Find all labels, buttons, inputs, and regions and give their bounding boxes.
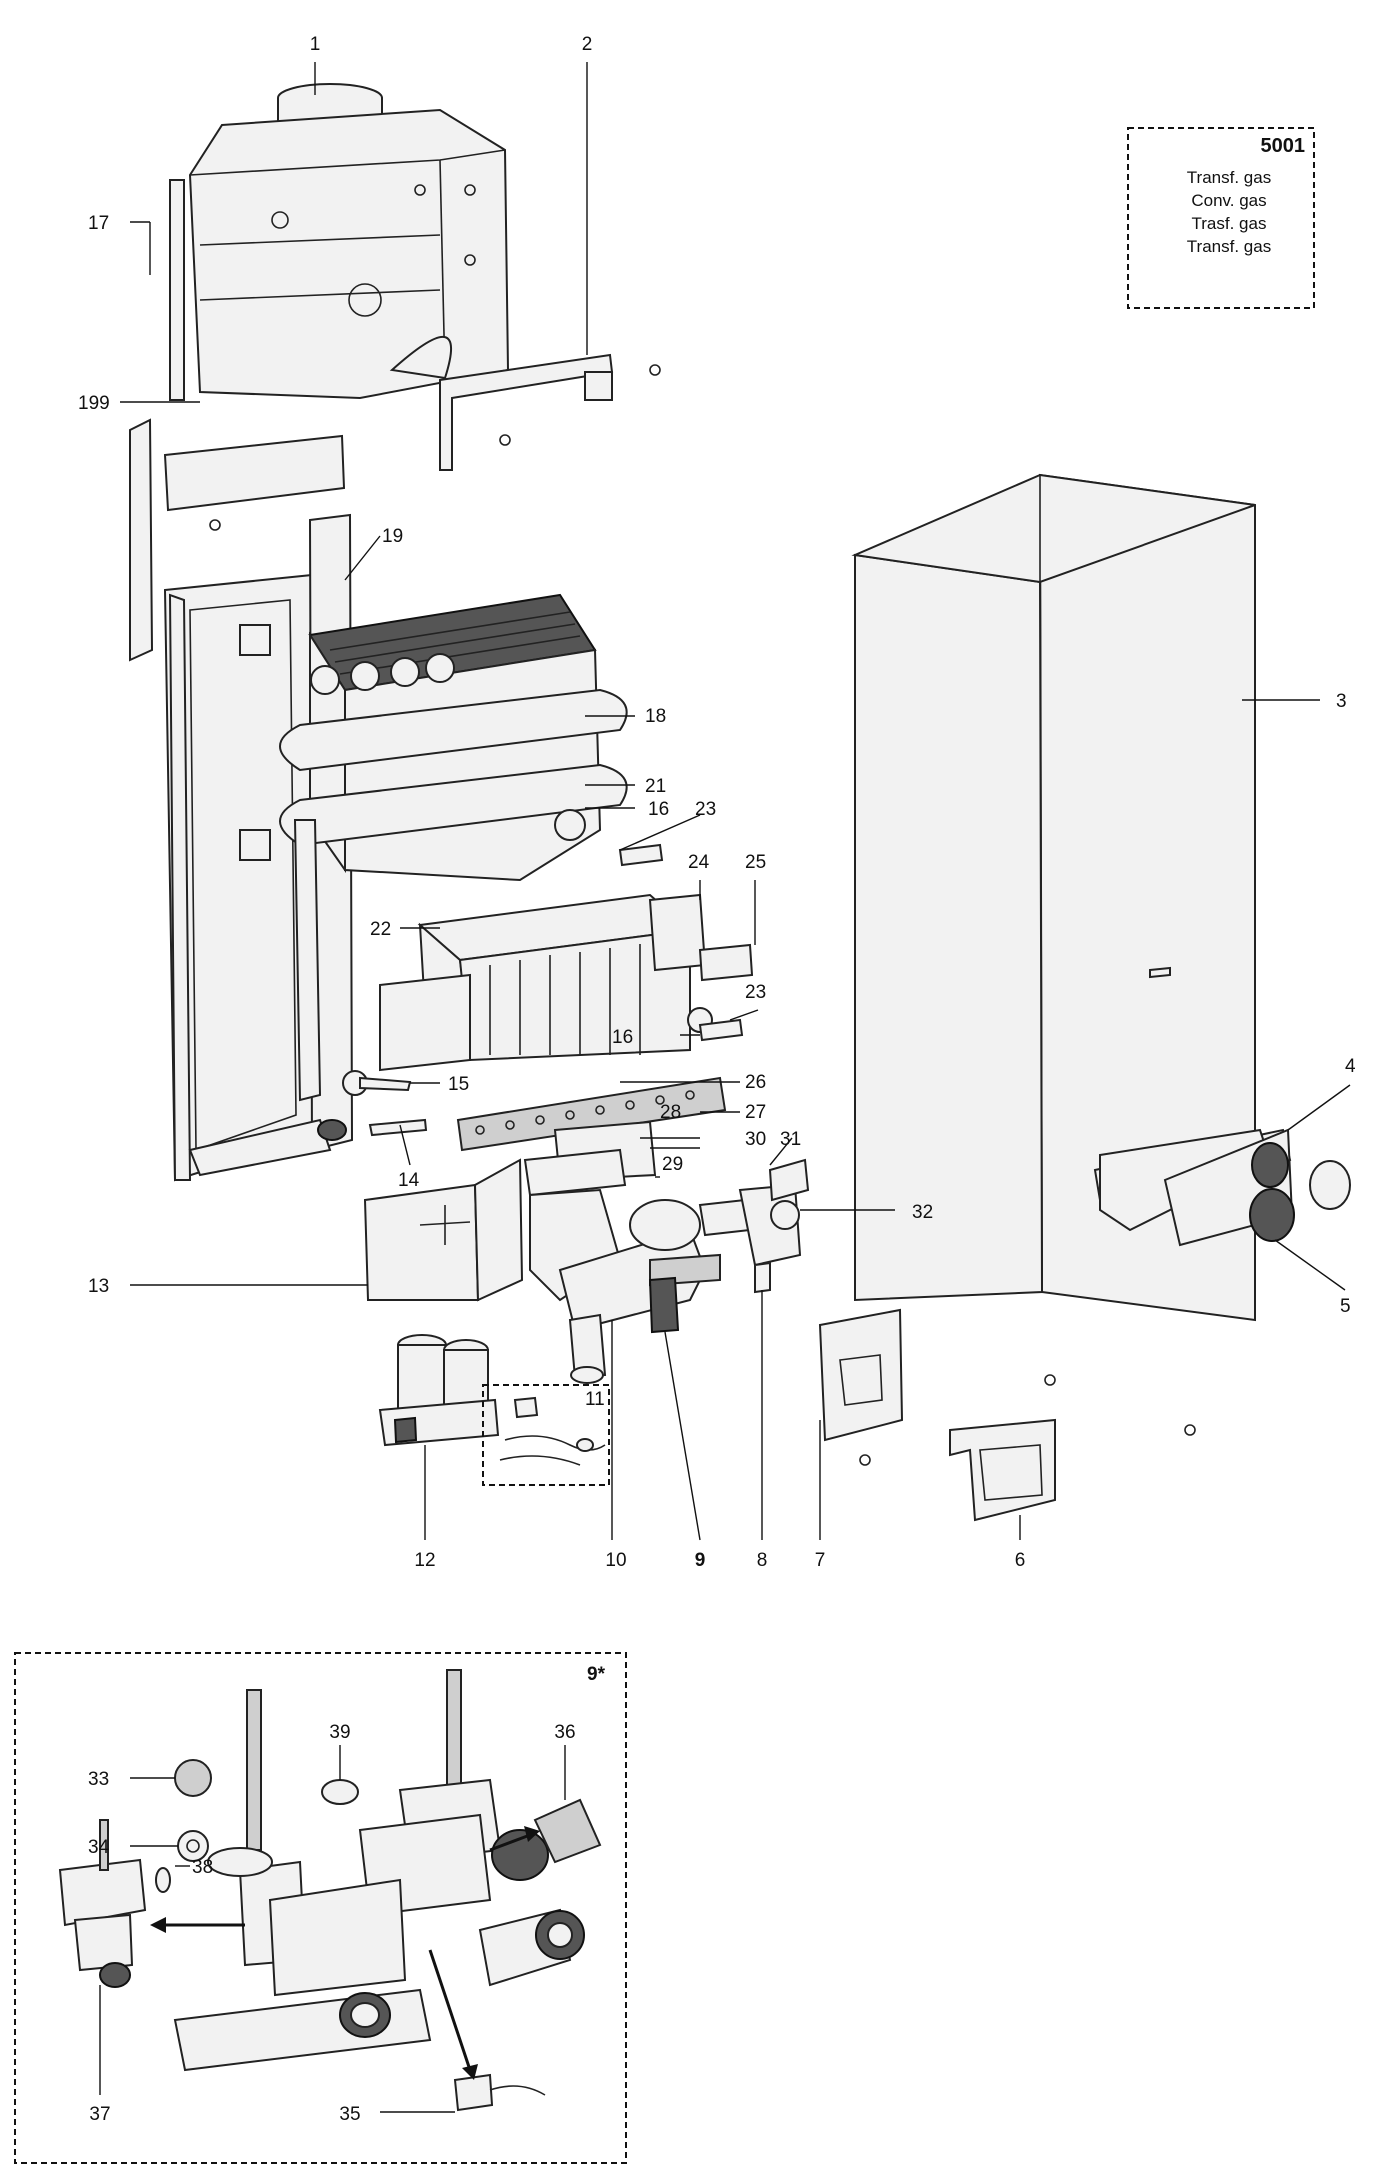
gas-water-valve-assembly: [523, 1120, 810, 1384]
gas-box-line-2: Conv. gas: [1191, 191, 1266, 210]
callout-33: 33: [88, 1769, 109, 1790]
mounting-bracket: [439, 353, 661, 471]
callout-39: 39: [329, 1722, 350, 1743]
callout-12: 12: [414, 1550, 435, 1571]
callout-30: 30: [745, 1129, 766, 1150]
flue-hood: [169, 83, 510, 401]
bottom-brackets: [818, 1308, 1196, 1522]
cable-harness-kit: [482, 1384, 610, 1486]
callout-36: 36: [554, 1722, 575, 1743]
callout-6: 6: [1015, 1550, 1026, 1571]
callout-15: 15: [448, 1074, 469, 1095]
callout-37: 37: [89, 2104, 110, 2125]
callout-3: 3: [1336, 691, 1347, 712]
callout-5: 5: [1340, 1296, 1351, 1317]
gas-conversion-box: 5001 Transf. gas Conv. gas Trasf. gas Tr…: [1127, 127, 1315, 309]
callout-35: 35: [339, 2104, 360, 2125]
callout-32: 32: [912, 1202, 933, 1223]
callout-19: 19: [382, 526, 403, 547]
callout-7: 7: [815, 1550, 826, 1571]
gas-box-code: 5001: [1261, 135, 1306, 157]
control-panel-and-knobs: [1099, 1128, 1351, 1247]
callout-labels: 1 2 3 4 5 6 7 8 9 10 11 12 13 14 15 16 1…: [78, 34, 1356, 1571]
gas-box-line-4: Transf. gas: [1187, 237, 1271, 256]
callout-199: 199: [78, 393, 110, 414]
callout-2: 2: [582, 34, 593, 55]
callout-10: 10: [605, 1550, 626, 1571]
burner-assembly: [379, 809, 754, 1152]
ignition-transformer: [378, 1334, 500, 1447]
callout-14: 14: [398, 1170, 420, 1191]
callout-17: 17: [88, 213, 109, 234]
control-box: [363, 1158, 524, 1302]
callout-16-top: 16: [648, 799, 669, 820]
front-casing: [851, 473, 1292, 1322]
callout-18: 18: [645, 706, 666, 727]
callout-11: 11: [585, 1389, 605, 1410]
callout-31: 31: [780, 1129, 801, 1150]
callout-25: 25: [745, 852, 766, 873]
callout-13: 13: [88, 1276, 109, 1297]
gas-box-line-3: Trasf. gas: [1192, 214, 1267, 233]
callout-34: 34: [88, 1837, 110, 1858]
callout-22: 22: [370, 919, 391, 940]
callout-9: 9: [695, 1550, 706, 1571]
gas-box-line-1: Transf. gas: [1187, 168, 1271, 187]
callout-21: 21: [645, 776, 666, 797]
callout-27: 27: [745, 1102, 766, 1123]
callout-23-bottom: 23: [745, 982, 766, 1003]
callout-4: 4: [1345, 1056, 1356, 1077]
electrode-and-bracket: [342, 1070, 428, 1137]
detail-inset-valve: 9*: [14, 1652, 627, 2164]
callout-29: 29: [662, 1154, 683, 1175]
callout-26: 26: [745, 1072, 766, 1093]
callout-1: 1: [310, 34, 321, 55]
callout-24: 24: [688, 852, 710, 873]
heat-exchanger: [279, 593, 628, 1141]
callout-8: 8: [757, 1550, 768, 1571]
callout-28: 28: [660, 1102, 681, 1123]
callout-23-top: 23: [695, 799, 716, 820]
callout-leaders: [120, 62, 1351, 1541]
callout-16-bottom: 16: [612, 1027, 633, 1048]
detail-label: 9*: [587, 1664, 606, 1685]
callout-38: 38: [192, 1857, 213, 1878]
